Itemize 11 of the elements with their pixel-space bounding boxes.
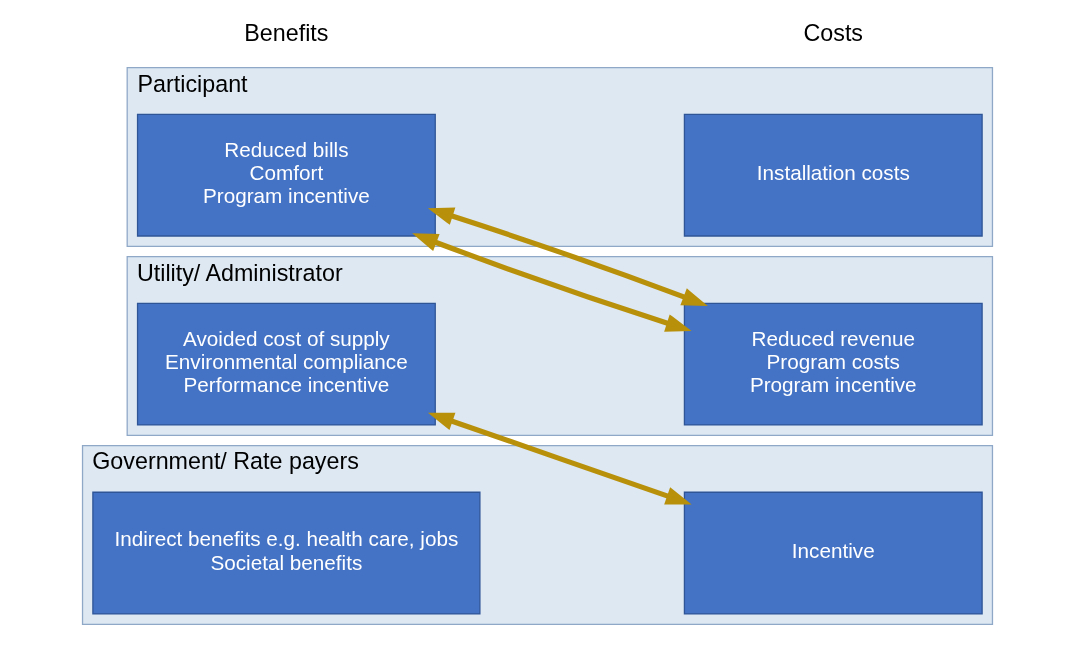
label: Benefits xyxy=(243,20,328,47)
node-box: Avoided cost of supply Environmental compliance Performance incentive xyxy=(136,302,436,426)
node-box: Reduced revenue Program costs Program incentive xyxy=(683,302,983,426)
label: Costs xyxy=(803,20,863,47)
node-box: Installation costs xyxy=(683,113,983,237)
arrow xyxy=(411,233,692,332)
node-box: Incentive xyxy=(683,491,983,615)
node-box: Indirect benefits e.g. health care, jobs Societal benefits xyxy=(91,491,481,615)
arrow xyxy=(427,412,692,505)
arrow xyxy=(427,207,708,307)
node-box: Reduced bills Comfort Program incentive xyxy=(136,113,436,237)
